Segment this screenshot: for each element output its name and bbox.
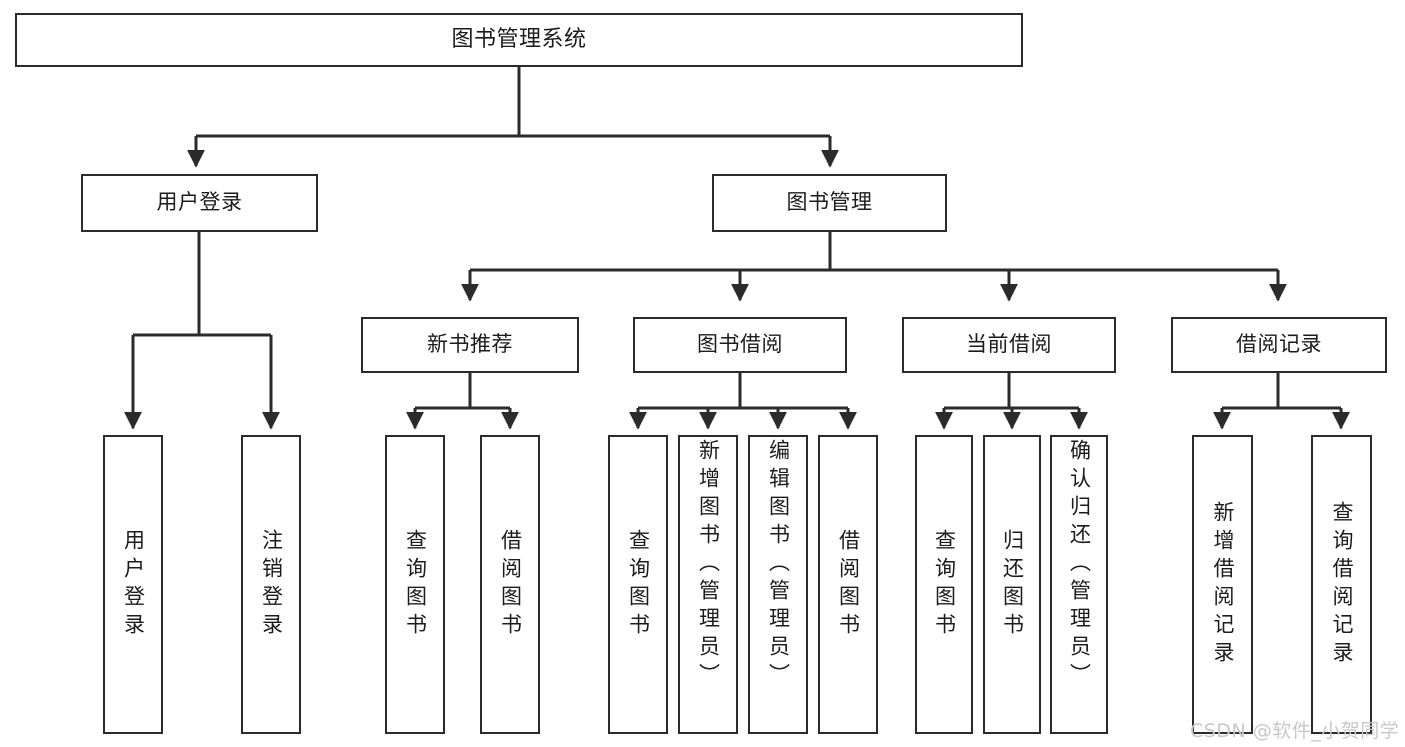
watermark-text: CSDN @软件_小贺同学: [1190, 720, 1400, 742]
node-label: 新增图书（管理员）: [696, 439, 721, 691]
node-leaf-return-book[interactable]: 归还图书: [983, 435, 1041, 734]
node-label: 借阅记录: [1236, 332, 1322, 357]
node-leaf-query-book-current[interactable]: 查询图书: [915, 435, 973, 734]
node-label: 注销登录: [259, 528, 284, 641]
node-root-book-management-system[interactable]: 图书管理系统: [15, 13, 1023, 67]
node-leaf-logout[interactable]: 注销登录: [241, 435, 301, 734]
node-leaf-add-borrow-record[interactable]: 新增借阅记录: [1192, 435, 1253, 734]
node-label: 用户登录: [156, 190, 243, 215]
node-label: 归还图书: [1000, 528, 1025, 641]
node-label: 编辑图书（管理员）: [766, 439, 791, 691]
node-user-login[interactable]: 用户登录: [81, 174, 318, 232]
node-label: 查询图书: [626, 528, 651, 641]
node-leaf-confirm-return-admin[interactable]: 确认归还（管理员）: [1050, 435, 1108, 734]
node-new-book-recommendation[interactable]: 新书推荐: [361, 317, 579, 373]
node-book-borrowing[interactable]: 图书借阅: [633, 317, 847, 373]
node-label: 查询借阅记录: [1330, 500, 1354, 669]
node-label: 图书管理系统: [451, 26, 587, 52]
node-label: 新书推荐: [427, 332, 513, 357]
node-leaf-borrow-book[interactable]: 借阅图书: [818, 435, 878, 734]
node-label: 图书管理: [786, 190, 873, 215]
node-label: 借阅图书: [836, 528, 861, 641]
node-current-borrowing[interactable]: 当前借阅: [902, 317, 1116, 373]
node-leaf-query-borrow-record[interactable]: 查询借阅记录: [1311, 435, 1372, 734]
node-label: 查询图书: [403, 528, 428, 641]
node-label: 新增借阅记录: [1211, 500, 1235, 669]
node-label: 查询图书: [932, 528, 957, 641]
node-label: 图书借阅: [697, 332, 783, 357]
node-leaf-query-book-borrow[interactable]: 查询图书: [608, 435, 668, 734]
node-leaf-add-book-admin[interactable]: 新增图书（管理员）: [678, 435, 738, 734]
node-label: 确认归还（管理员）: [1067, 439, 1092, 691]
node-leaf-query-book-newbook[interactable]: 查询图书: [385, 435, 445, 734]
node-leaf-edit-book-admin[interactable]: 编辑图书（管理员）: [748, 435, 808, 734]
node-label: 用户登录: [121, 528, 146, 641]
node-label: 当前借阅: [966, 332, 1052, 357]
node-leaf-borrow-book-newbook[interactable]: 借阅图书: [480, 435, 540, 734]
node-book-management[interactable]: 图书管理: [712, 174, 947, 232]
node-borrowing-record[interactable]: 借阅记录: [1171, 317, 1387, 373]
node-leaf-user-login[interactable]: 用户登录: [103, 435, 163, 734]
node-label: 借阅图书: [498, 528, 523, 641]
